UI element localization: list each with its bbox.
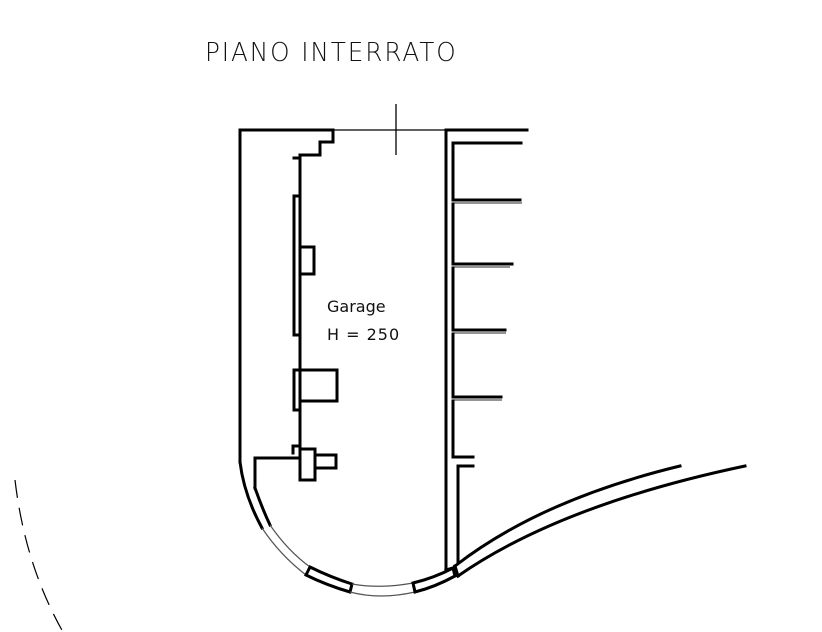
curved-ramp-walls — [452, 464, 747, 579]
curved-south-wall — [253, 486, 457, 597]
dashed-arc-left — [14, 479, 64, 632]
room-name-label: Garage — [327, 297, 386, 316]
inner-wall-stepped — [292, 128, 335, 464]
right-wall-with-parking-bays — [444, 128, 529, 572]
plan-title: PIANO INTERRATO — [205, 38, 458, 68]
room-height-label: H = 250 — [327, 325, 401, 344]
outer-wall-left — [238, 128, 335, 531]
wall-fixtures — [253, 368, 339, 490]
top-opening-axis — [333, 104, 446, 155]
